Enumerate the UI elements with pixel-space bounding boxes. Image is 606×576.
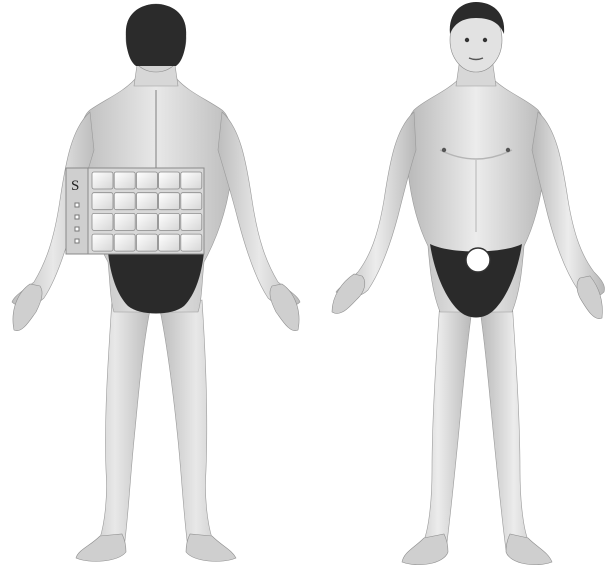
- sidebar-dot: [75, 203, 79, 207]
- front-left-eye: [465, 38, 469, 42]
- back-left-foot: [76, 534, 126, 561]
- electrode-cell: [114, 193, 135, 210]
- front-left-hand: [332, 274, 365, 313]
- front-right-leg: [480, 300, 548, 563]
- electrode-cell: [114, 172, 135, 189]
- electrode-cell: [159, 234, 180, 251]
- electrode-cell: [136, 172, 157, 189]
- electrode-cell: [181, 193, 202, 210]
- back-left-hand: [13, 284, 42, 331]
- front-left-leg: [404, 300, 472, 563]
- front-right-nipple: [506, 148, 510, 152]
- electrode-panel: S: [66, 168, 204, 254]
- electrode-cell: [92, 172, 113, 189]
- back-left-leg: [80, 300, 150, 560]
- electrode-cell: [181, 234, 202, 251]
- back-right-arm: [218, 112, 300, 306]
- back-right-leg: [160, 300, 232, 560]
- back-right-hand: [270, 284, 299, 331]
- electrode-panel-label: S: [71, 178, 79, 194]
- electrode-cell: [136, 234, 157, 251]
- electrode-cell: [159, 193, 180, 210]
- sidebar-dot: [75, 215, 79, 219]
- front-right-eye: [483, 38, 487, 42]
- front-left-foot: [402, 534, 448, 565]
- sidebar-dot: [75, 227, 79, 231]
- electrode-cell: [181, 172, 202, 189]
- sidebar-dot: [75, 239, 79, 243]
- electrode-cell: [181, 213, 202, 230]
- electrode-cell: [136, 213, 157, 230]
- front-view-figure: [332, 2, 605, 565]
- electrode-cell: [92, 193, 113, 210]
- front-reference-marker: [466, 248, 490, 272]
- back-hair: [126, 4, 186, 66]
- back-right-foot: [186, 534, 236, 561]
- back-view-figure: [12, 4, 300, 561]
- electrode-cell: [136, 193, 157, 210]
- electrode-cell: [114, 234, 135, 251]
- electrode-cell: [92, 234, 113, 251]
- front-left-arm: [336, 112, 416, 297]
- electrode-cell: [159, 213, 180, 230]
- front-right-arm: [532, 112, 605, 297]
- front-left-nipple: [442, 148, 446, 152]
- electrode-cell: [159, 172, 180, 189]
- front-right-foot: [506, 534, 552, 565]
- electrode-cell: [114, 213, 135, 230]
- electrode-cell: [92, 213, 113, 230]
